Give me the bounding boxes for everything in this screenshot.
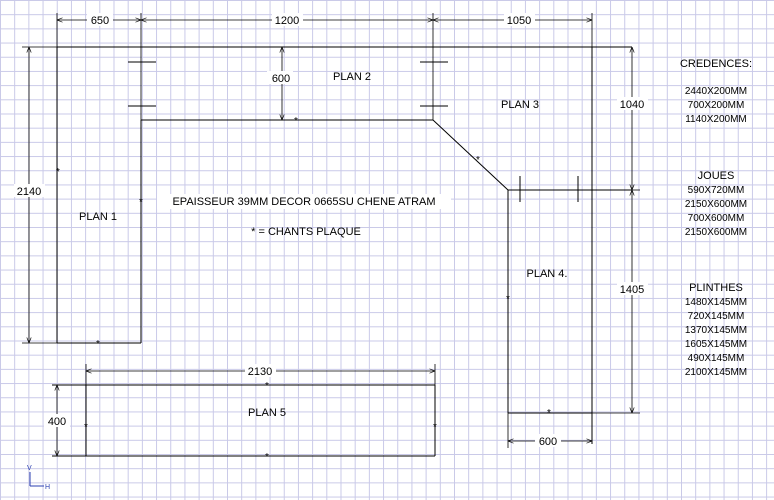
edge-marker: * (547, 408, 551, 419)
joues-item: 2150X600MM (685, 199, 747, 210)
notes: EPAISSEUR 39MM DECOR 0665SU CHENE ATRAM … (157, 194, 451, 238)
plan-1-2-3-outline (56, 46, 632, 344)
plinthes-item: 2100X145MM (685, 367, 747, 378)
edge-marker: * (84, 422, 88, 433)
edge-markers: * * * * * * * * * * * (56, 116, 551, 463)
credences-list: CREDENCES: 2440X200MM 700X200MM 1140X200… (680, 58, 752, 125)
dim-1050: 1050 (507, 15, 531, 27)
dim-1200: 1200 (275, 15, 299, 27)
note-chants: * = CHANTS PLAQUE (251, 226, 361, 238)
plan-4-outline (507, 176, 632, 444)
credences-item: 700X200MM (688, 100, 745, 111)
plinthes-item: 1605X145MM (685, 339, 747, 350)
dim-400: 400 (48, 416, 66, 428)
edge-marker: * (265, 381, 269, 392)
edge-marker: * (294, 116, 298, 127)
plinthes-list: PLINTHES 1480X145MM 720X145MM 1370X145MM… (685, 282, 747, 378)
note-epaisseur: EPAISSEUR 39MM DECOR 0665SU CHENE ATRAM (172, 196, 435, 208)
joues-title: JOUES (698, 170, 735, 182)
dim-2140: 2140 (17, 186, 41, 198)
credences-item: 1140X200MM (685, 114, 747, 125)
plinthes-item: 1480X145MM (685, 297, 747, 308)
plan-1-label: PLAN 1 (79, 211, 117, 223)
edge-marker: * (56, 167, 60, 178)
edge-marker: * (265, 452, 269, 463)
plan-5-outline (52, 384, 436, 457)
plan-labels: PLAN 1 PLAN 2 PLAN 3 PLAN 4. PLAN 5 (79, 71, 567, 419)
axis-indicator: V H (27, 465, 50, 491)
edge-marker: * (96, 339, 100, 350)
axis-v-label: V (27, 465, 32, 472)
joues-list: JOUES 590X720MM 2150X600MM 700X600MM 215… (685, 170, 747, 238)
plan-5-label: PLAN 5 (248, 407, 286, 419)
dim-1405: 1405 (620, 284, 644, 296)
edge-marker: * (433, 422, 437, 433)
joues-item: 590X720MM (688, 185, 745, 196)
credences-item: 2440X200MM (685, 86, 747, 97)
plinthes-item: 1370X145MM (685, 325, 747, 336)
plinthes-item: 720X145MM (688, 311, 745, 322)
dim-1040: 1040 (620, 99, 644, 111)
plan-4-label: PLAN 4. (527, 268, 568, 280)
joues-item: 2150X600MM (685, 227, 747, 238)
dim-600-bottom: 600 (539, 436, 557, 448)
edge-marker: * (139, 197, 143, 208)
dim-2130: 2130 (248, 366, 272, 378)
edge-marker: * (506, 294, 510, 305)
plan-2-label: PLAN 2 (333, 71, 371, 83)
credences-title: CREDENCES: (680, 58, 752, 70)
dimension-labels: 650 1200 1050 600 1040 2140 1405 2130 40… (14, 13, 648, 448)
dim-600-top: 600 (272, 73, 290, 85)
dim-650: 650 (91, 15, 109, 27)
plinthes-item: 490X145MM (688, 353, 745, 364)
plan-3-label: PLAN 3 (501, 99, 539, 111)
edge-marker: * (476, 155, 480, 166)
axis-h-label: H (45, 484, 50, 491)
joues-item: 700X600MM (688, 213, 745, 224)
plinthes-title: PLINTHES (689, 282, 743, 294)
